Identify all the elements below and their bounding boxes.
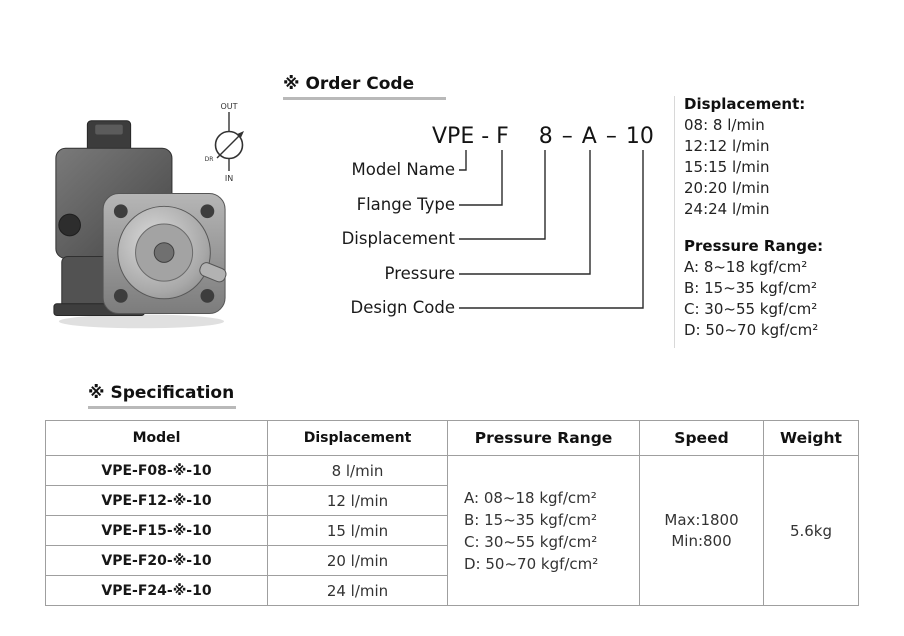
order-code-value: VPE - F 8 – A – 10 bbox=[432, 124, 654, 149]
symbol-dr-label: DR bbox=[205, 156, 214, 163]
legend-item: 12:12 l/min bbox=[684, 137, 770, 155]
displacement-legend-title: Displacement: bbox=[684, 95, 806, 113]
order-code-heading-rule bbox=[283, 97, 446, 100]
column-header-weight: Weight bbox=[763, 420, 859, 456]
table-row: VPE-F24-※-10 24 l/min bbox=[45, 575, 859, 606]
order-code-part: A bbox=[581, 124, 597, 149]
pressure-range-line: A: 08~18 kgf/cm² bbox=[464, 488, 597, 507]
pump-schematic-symbol: OUT DR IN bbox=[205, 102, 244, 183]
legend-item: A: 8~18 kgf/cm² bbox=[684, 258, 808, 276]
column-header-displacement: Displacement bbox=[267, 420, 448, 456]
displacement-cell: 20 l/min bbox=[267, 545, 448, 576]
pressure-range-cell: A: 08~18 kgf/cm² B: 15~35 kgf/cm² C: 30~… bbox=[447, 455, 640, 606]
order-code-part: – bbox=[605, 124, 617, 149]
column-header-speed: Speed bbox=[639, 420, 764, 456]
model-cell: VPE-F20-※-10 bbox=[45, 545, 268, 576]
pressure-range-line: D: 50~70 kgf/cm² bbox=[464, 554, 599, 573]
symbol-out-label: OUT bbox=[220, 102, 237, 111]
speed-max: Max:1800 bbox=[664, 510, 739, 529]
order-code-label-pressure: Pressure bbox=[384, 264, 455, 283]
pump-photo bbox=[53, 120, 227, 329]
model-cell: VPE-F24-※-10 bbox=[45, 575, 268, 606]
pressure-range-legend: Pressure Range: A: 8~18 kgf/cm² B: 15~35… bbox=[684, 236, 899, 341]
order-code-part: VPE - F bbox=[432, 124, 509, 149]
model-cell: VPE-F15-※-10 bbox=[45, 515, 268, 546]
legend-item: 20:20 l/min bbox=[684, 179, 770, 197]
table-row: VPE-F20-※-10 20 l/min bbox=[45, 545, 859, 576]
table-row: VPE-F15-※-10 15 l/min bbox=[45, 515, 859, 546]
order-code-part: – bbox=[561, 124, 573, 149]
speed-cell: Max:1800 Min:800 bbox=[639, 455, 764, 606]
legend-item: B: 15~35 kgf/cm² bbox=[684, 279, 818, 297]
order-code-heading: ※ Order Code bbox=[283, 74, 415, 94]
order-code-part: 10 bbox=[625, 124, 654, 149]
model-cell: VPE-F12-※-10 bbox=[45, 485, 268, 516]
specification-heading-rule bbox=[88, 406, 236, 409]
order-code-part: 8 bbox=[538, 124, 553, 149]
pressure-range-legend-title: Pressure Range: bbox=[684, 237, 824, 255]
legend-item: 08: 8 l/min bbox=[684, 116, 765, 134]
table-row: VPE-F12-※-10 12 l/min bbox=[45, 485, 859, 516]
table-row: VPE-F08-※-10 8 l/min A: 08~18 kgf/cm² B:… bbox=[45, 455, 859, 606]
legend-item: 24:24 l/min bbox=[684, 200, 770, 218]
column-header-model: Model bbox=[45, 420, 268, 456]
legend-item: D: 50~70 kgf/cm² bbox=[684, 321, 819, 339]
displacement-cell: 8 l/min bbox=[267, 455, 448, 486]
legend-item: C: 30~55 kgf/cm² bbox=[684, 300, 818, 318]
legend-divider bbox=[674, 96, 675, 348]
specification-table: Model Displacement Pressure Range Speed … bbox=[45, 420, 859, 606]
table-header-row: Model Displacement Pressure Range Speed … bbox=[45, 420, 859, 456]
column-header-pressure-range: Pressure Range bbox=[447, 420, 640, 456]
pressure-range-line: C: 30~55 kgf/cm² bbox=[464, 532, 598, 551]
displacement-cell: 12 l/min bbox=[267, 485, 448, 516]
displacement-legend: Displacement: 08: 8 l/min 12:12 l/min 15… bbox=[684, 94, 899, 220]
legend-item: 15:15 l/min bbox=[684, 158, 770, 176]
order-code-legend: Displacement: 08: 8 l/min 12:12 l/min 15… bbox=[684, 94, 899, 341]
model-cell: VPE-F08-※-10 bbox=[45, 455, 268, 486]
displacement-cell: 15 l/min bbox=[267, 515, 448, 546]
specification-heading: ※ Specification bbox=[88, 383, 235, 403]
order-code-label-model-name: Model Name bbox=[351, 160, 455, 179]
displacement-cell: 24 l/min bbox=[267, 575, 448, 606]
pressure-range-line: B: 15~35 kgf/cm² bbox=[464, 510, 598, 529]
speed-min: Min:800 bbox=[671, 531, 732, 550]
order-code-label-flange-type: Flange Type bbox=[356, 195, 455, 214]
order-code-label-design-code: Design Code bbox=[350, 298, 455, 317]
weight-cell: 5.6kg bbox=[763, 455, 859, 606]
order-code-label-displacement: Displacement bbox=[341, 229, 455, 248]
symbol-in-label: IN bbox=[225, 174, 233, 183]
